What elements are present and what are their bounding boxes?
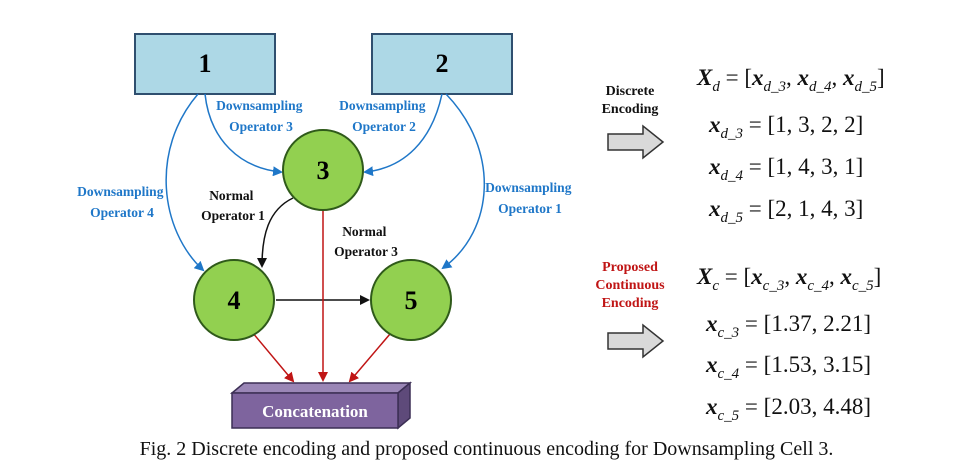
continuous-row-5: xc_5 = [2.03, 4.48]: [706, 394, 871, 424]
discrete-row-3: xd_3 = [1, 3, 2, 2]: [709, 112, 864, 142]
continuous-label-line3: Encoding: [601, 296, 659, 311]
discrete-label-line1: Discrete: [605, 84, 655, 99]
node-3-circle: [282, 129, 364, 211]
ds3-label: Downsampling Operator 3: [216, 98, 306, 134]
edge-ds1-2-to-5: [441, 93, 486, 270]
figure-caption: Fig. 2 Discrete encoding and proposed co…: [139, 438, 834, 460]
concat-box-front: [231, 392, 399, 429]
input-node-1-box: [134, 33, 276, 95]
normal1-label: Normal Operator 1: [201, 188, 265, 223]
continuous-encoding-label: Proposed Continuous Encoding: [585, 259, 675, 313]
ds2-label: Downsampling Operator 2: [339, 98, 429, 134]
node-4-circle: [193, 259, 275, 341]
continuous-row-3: xc_3 = [1.37, 2.21]: [706, 311, 871, 341]
normal3-label: Normal Operator 3: [334, 224, 398, 259]
node-5-circle: [370, 259, 452, 341]
discrete-encoding-label: Discrete Encoding: [585, 83, 675, 119]
continuous-main-equation: Xc = [xc_3, xc_4, xc_5]: [697, 264, 882, 294]
input-node-2-label: 2: [436, 49, 449, 78]
concat-label: Concatenation: [262, 402, 368, 421]
continuous-arrow-icon: [607, 323, 665, 359]
ds4-label: Downsampling Operator 4: [77, 184, 167, 220]
edge-4-to-concat: [251, 331, 295, 383]
edge-ds2-2-to-3: [363, 93, 443, 177]
node-5-label: 5: [405, 286, 418, 315]
concat-box-top: [229, 382, 413, 394]
continuous-label-line2: Continuous: [595, 278, 665, 293]
edge-5-to-concat: [348, 333, 391, 383]
input-node-1-label: 1: [199, 49, 212, 78]
discrete-label-line2: Encoding: [601, 102, 659, 117]
edge-normal1-3-to-4: [257, 197, 294, 268]
node-3-label: 3: [317, 156, 330, 185]
discrete-main-equation: Xd = [xd_3, xd_4, xd_5]: [697, 65, 885, 95]
edge-ds3-1-to-3: [204, 93, 283, 177]
edge-ds4-1-to-4: [165, 93, 205, 272]
discrete-row-5: xd_5 = [2, 1, 4, 3]: [709, 196, 864, 226]
ds1-label: Downsampling Operator 1: [485, 180, 575, 216]
node-4-label: 4: [228, 286, 241, 315]
discrete-row-4: xd_4 = [1, 4, 3, 1]: [709, 154, 864, 184]
discrete-arrow-icon: [607, 124, 665, 160]
continuous-label-line1: Proposed: [602, 260, 658, 275]
continuous-row-4: xc_4 = [1.53, 3.15]: [706, 352, 871, 382]
